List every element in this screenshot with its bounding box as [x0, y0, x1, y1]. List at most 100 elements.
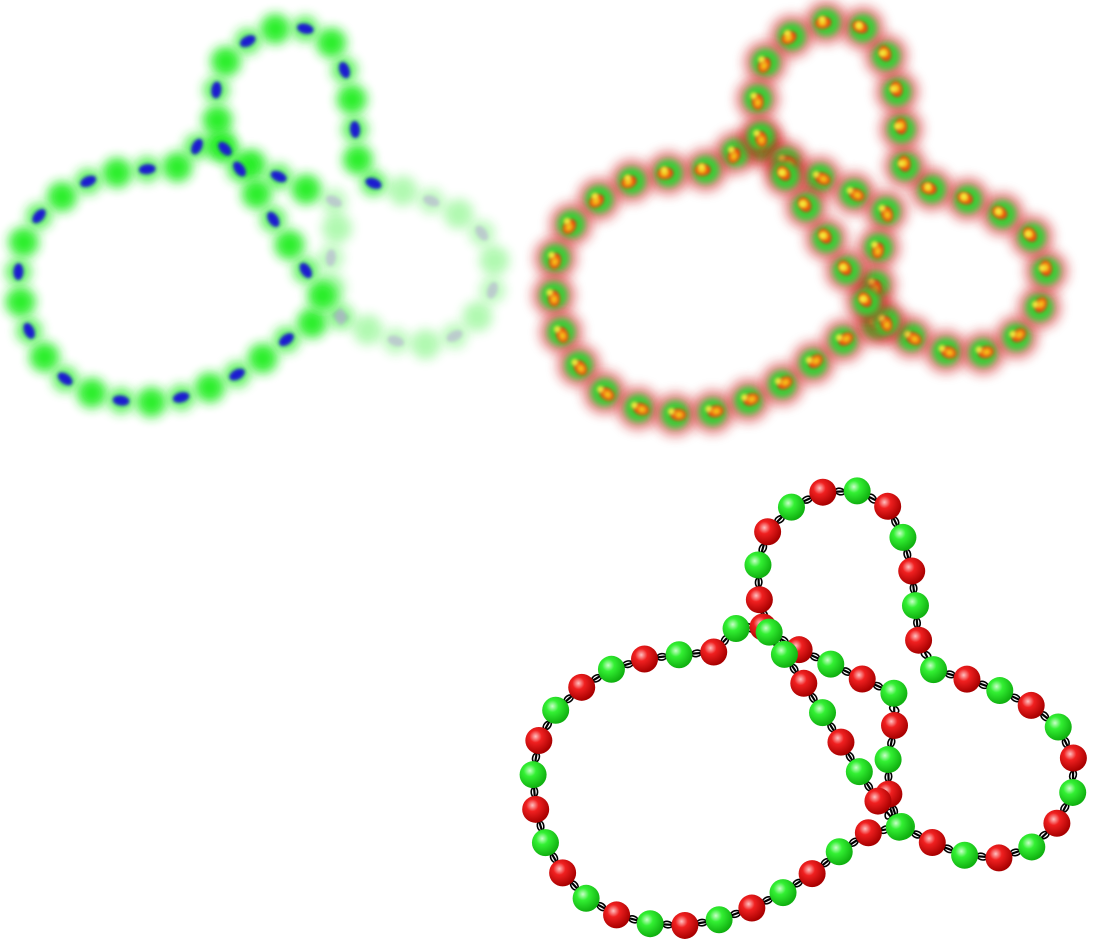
red-bead: [1060, 745, 1087, 772]
green-bead: [542, 697, 569, 724]
red-bead: [522, 796, 549, 823]
green-glow-bead: [242, 179, 272, 209]
green-bead: [1018, 833, 1045, 860]
green-glow-bead: [77, 378, 107, 408]
green-glow-bead: [353, 315, 383, 345]
green-bead: [573, 885, 600, 912]
red-bead: [525, 727, 552, 754]
green-glow-bead: [343, 145, 373, 175]
yellow-highlight: [819, 16, 826, 23]
green-glow-bead: [462, 302, 492, 332]
yellow-highlight: [698, 163, 705, 170]
yellow-highlight: [624, 174, 631, 181]
green-glow-bead: [260, 14, 290, 44]
green-glow-bead: [297, 308, 327, 338]
yellow-highlight: [661, 167, 668, 174]
green-glow-bead: [316, 28, 346, 58]
red-bead: [905, 627, 932, 654]
red-bead: [849, 666, 876, 693]
green-glow-bead: [248, 343, 278, 373]
yellow-highlight: [631, 402, 638, 409]
green-glow-bead: [195, 373, 225, 403]
yellow-highlight: [1039, 265, 1046, 272]
green-glow-bead: [322, 213, 352, 243]
yellow-highlight: [806, 357, 813, 364]
red-bead: [568, 674, 595, 701]
red-bead: [738, 895, 765, 922]
green-bead: [986, 677, 1013, 704]
red-bead: [790, 670, 817, 697]
red-bead: [864, 788, 891, 815]
green-bead: [706, 906, 733, 933]
yellow-highlight: [879, 205, 886, 212]
red-bead: [603, 901, 630, 928]
yellow-highlight: [778, 169, 785, 176]
red-bead: [671, 912, 698, 939]
green-bead: [880, 680, 907, 707]
green-bead: [902, 592, 929, 619]
green-glow-bead: [162, 152, 192, 182]
red-bead: [855, 819, 882, 846]
red-bead: [881, 712, 908, 739]
red-bead: [985, 844, 1012, 871]
green-bead: [889, 524, 916, 551]
green-bead: [520, 761, 547, 788]
green-bead: [744, 551, 771, 578]
yellow-highlight: [871, 241, 878, 248]
green-glow-bead: [202, 105, 232, 135]
green-bead: [666, 641, 693, 668]
yellow-highlight: [847, 187, 854, 194]
green-bead: [770, 879, 797, 906]
yellow-highlight: [571, 359, 578, 366]
green-glow-bead: [29, 342, 59, 372]
red-bead: [746, 586, 773, 613]
yellow-highlight: [758, 56, 765, 63]
yellow-highlight: [938, 345, 945, 352]
red-bead: [898, 558, 925, 585]
yellow-highlight: [976, 346, 983, 353]
green-glow-bead: [479, 245, 509, 275]
yellow-highlight: [548, 252, 555, 259]
green-glow-bead: [307, 281, 337, 311]
yellow-highlight: [799, 200, 806, 207]
yellow-highlight: [839, 264, 846, 271]
yellow-highlight: [591, 193, 598, 200]
yellow-highlight: [750, 92, 757, 99]
red-bead: [874, 493, 901, 520]
yellow-highlight: [753, 130, 760, 137]
green-bead: [920, 656, 947, 683]
red-bead: [1018, 692, 1045, 719]
yellow-highlight: [813, 171, 820, 178]
yellow-highlight: [819, 232, 826, 239]
green-glow-bead: [211, 46, 241, 76]
green-bead: [826, 838, 853, 865]
sharp-red-green-knot: [520, 477, 1087, 939]
red-bead: [1043, 810, 1070, 837]
green-bead: [756, 619, 783, 646]
yellow-highlight: [705, 405, 712, 412]
yellow-highlight: [784, 30, 791, 37]
green-bead: [886, 814, 913, 841]
blurred-red-green-knot: [532, 0, 1069, 436]
red-bead: [919, 829, 946, 856]
green-bead: [951, 842, 978, 869]
yellow-highlight: [728, 146, 735, 153]
green-glow-bead: [47, 182, 77, 212]
green-glow-bead: [411, 329, 441, 359]
yellow-highlight: [741, 394, 748, 401]
green-bead: [637, 910, 664, 937]
yellow-highlight: [898, 160, 905, 167]
yellow-highlight: [859, 296, 866, 303]
green-bead: [598, 656, 625, 683]
green-bead: [809, 699, 836, 726]
red-bead: [549, 859, 576, 886]
green-glow-bead: [337, 84, 367, 114]
green-glow-bead: [444, 199, 474, 229]
green-bead: [846, 758, 873, 785]
yellow-highlight: [924, 183, 931, 190]
yellow-highlight: [668, 408, 675, 415]
green-bead: [844, 477, 871, 504]
green-glow-bead: [9, 227, 39, 257]
red-bead: [631, 645, 658, 672]
